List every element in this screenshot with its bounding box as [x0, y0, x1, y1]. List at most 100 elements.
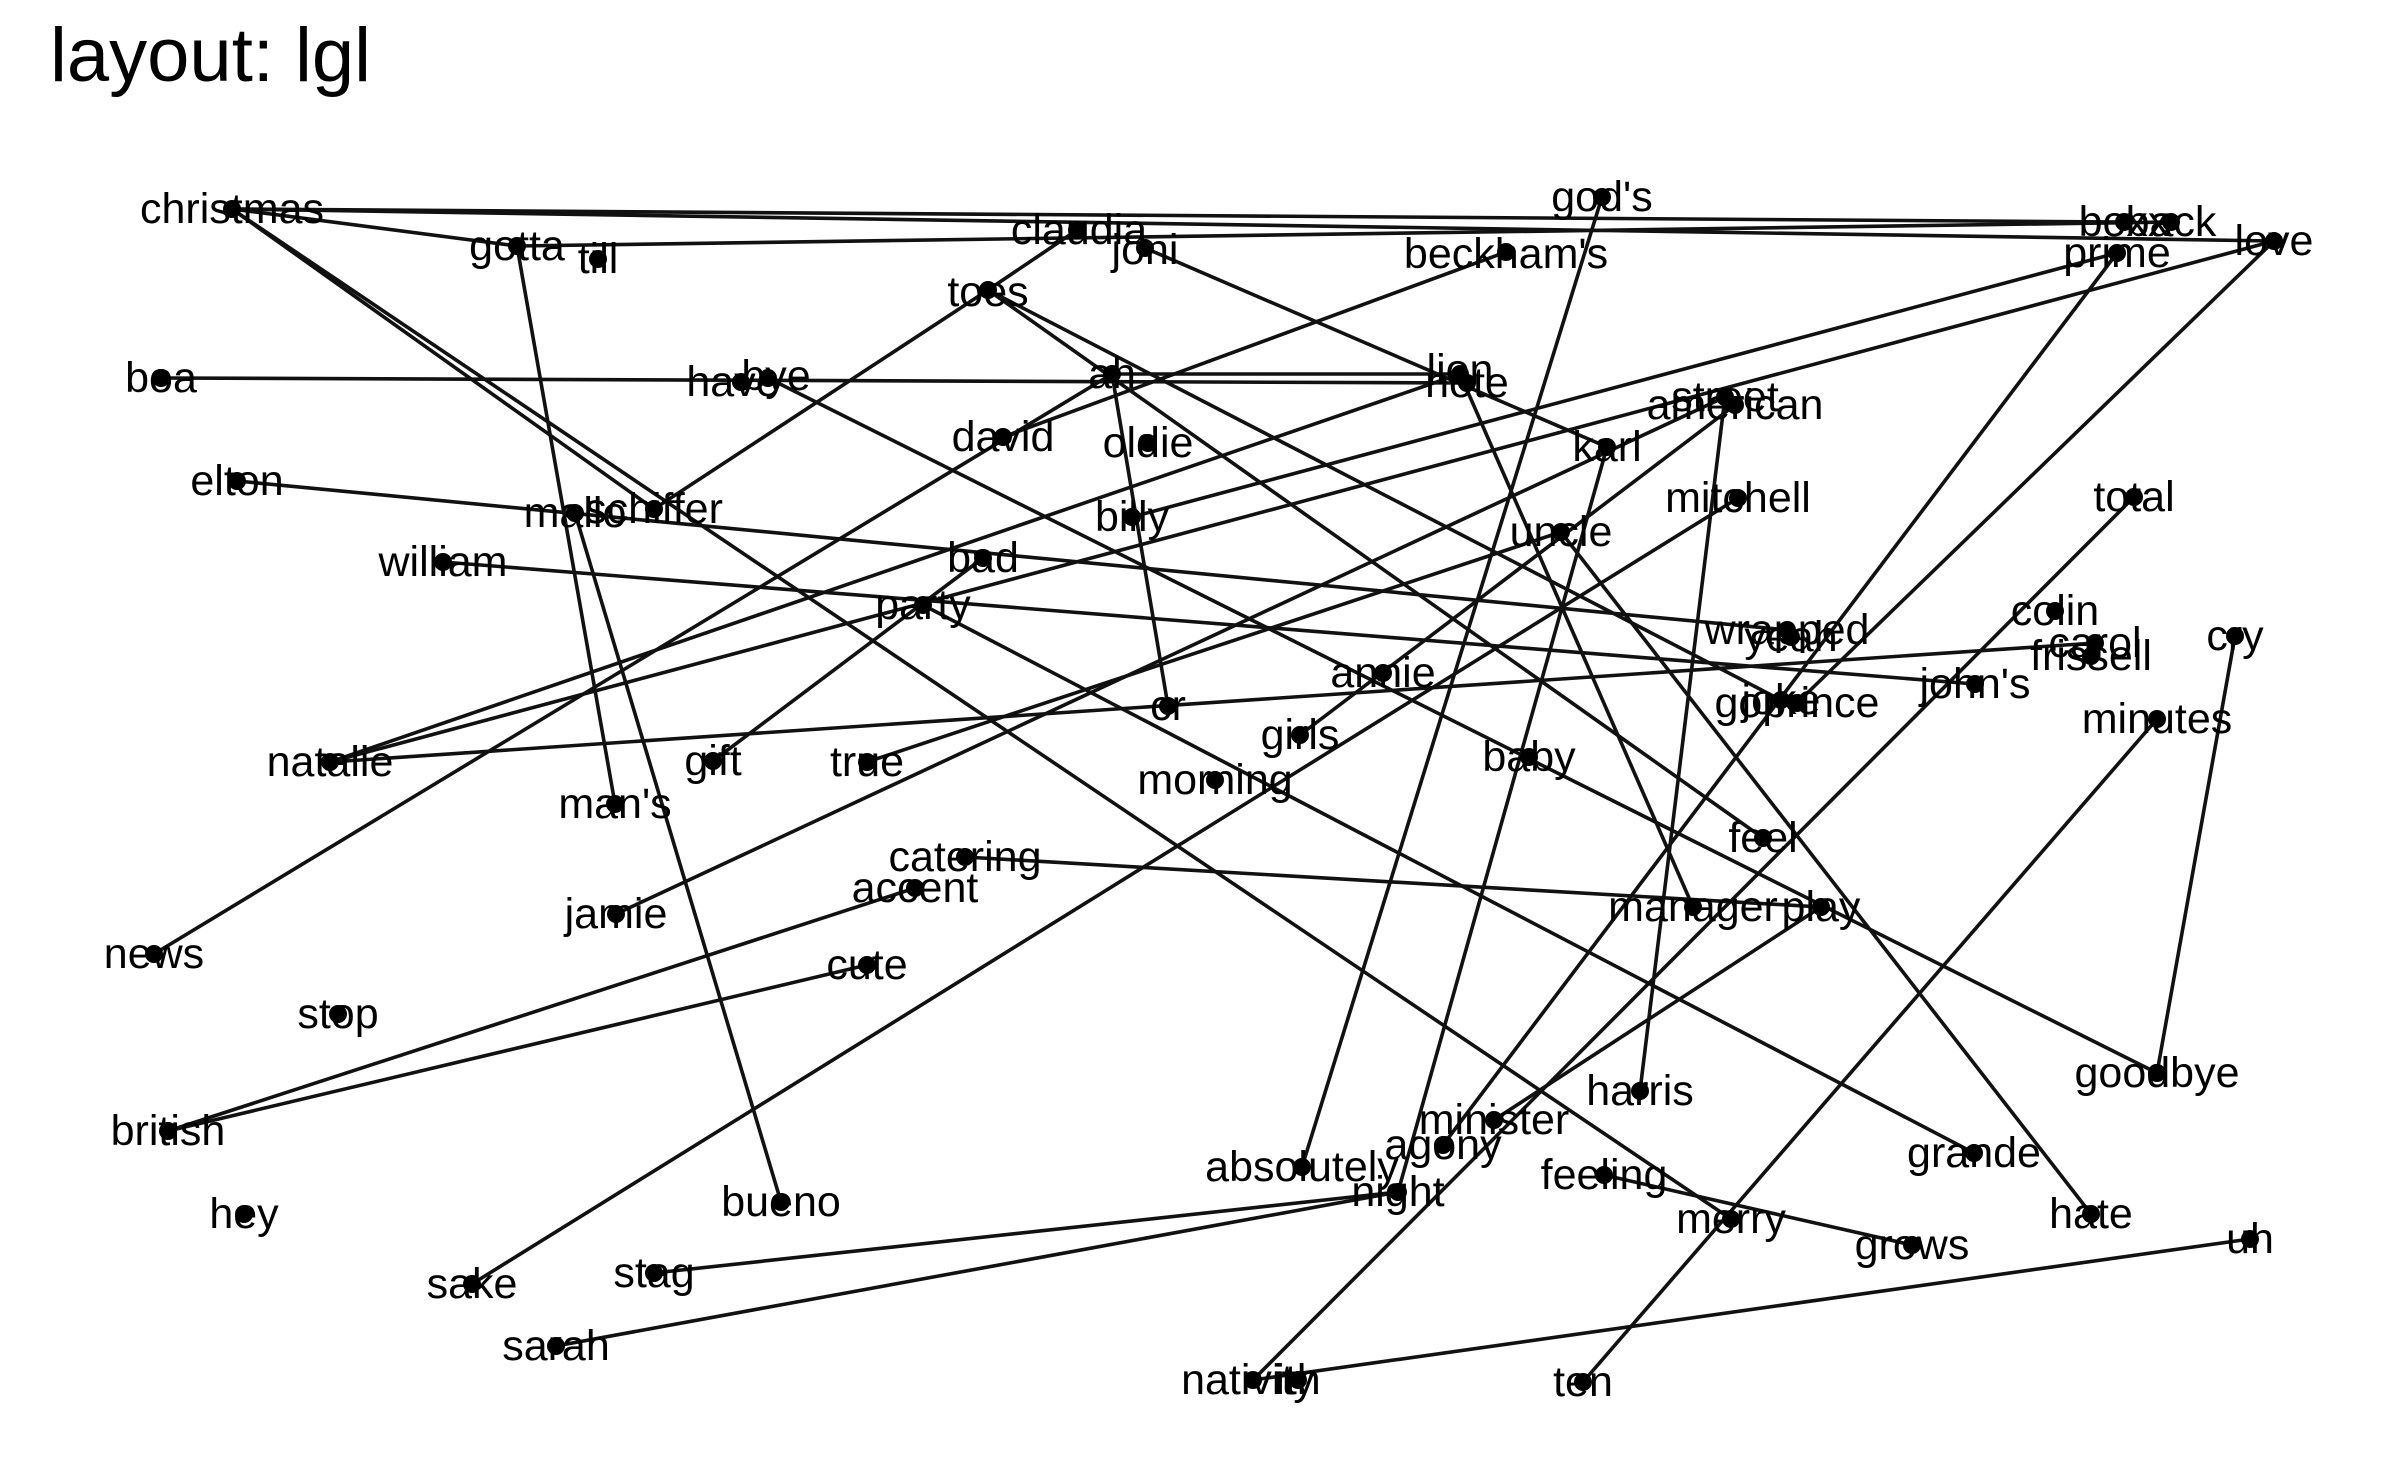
- node-label-annie: annie: [1330, 649, 1435, 697]
- edge-uncle-hate: [1559, 530, 2093, 1216]
- node-manager: [1684, 898, 1702, 916]
- edge-gotta-back: [516, 220, 2172, 248]
- node-gods: [1593, 188, 1611, 206]
- edge-joni-karl: [1144, 246, 1608, 449]
- node-sake: [463, 1275, 481, 1293]
- node-label-american: american: [1647, 381, 1824, 429]
- edge-bad-gift: [711, 556, 985, 763]
- node-label-have: have: [686, 358, 779, 406]
- node-bad: [974, 549, 992, 567]
- node-karl: [1598, 438, 1616, 456]
- edge-party-grande: [922, 603, 1975, 1155]
- node-david: [994, 428, 1012, 446]
- edge-cute-british: [167, 963, 868, 1133]
- edge-mitchell-sake: [471, 496, 1739, 1286]
- node-label-accent: accent: [852, 864, 979, 912]
- node-cry: [2226, 627, 2244, 645]
- node-minutes: [2148, 710, 2166, 728]
- node-total: [2125, 488, 2143, 506]
- node-schiffer: [645, 500, 663, 518]
- node-label-nativity: nativity: [1181, 1356, 1315, 1404]
- node-label-joke: joke: [1740, 676, 1821, 724]
- edge-bye-goodbye: [767, 376, 2158, 1075]
- edge-christmas-love: [231, 207, 2275, 243]
- node-label-back: back: [2126, 198, 2217, 246]
- edge-minutes-ten: [1581, 717, 2159, 1384]
- node-label-christmas: christmas: [140, 185, 324, 233]
- node-label-beckhams: beckham's: [1404, 230, 1608, 278]
- node-back: [2162, 213, 2180, 231]
- node-joke: [1772, 691, 1790, 709]
- node-feeling: [1595, 1166, 1613, 1184]
- edge-accent-british: [167, 886, 916, 1133]
- edge-lion-manager: [1458, 373, 1695, 908]
- node-gotta: [508, 237, 526, 255]
- node-label-claudia: claudia: [1011, 206, 1147, 254]
- node-label-billy: billy: [1095, 493, 1170, 541]
- node-boa: [152, 369, 170, 387]
- node-girls: [1291, 726, 1309, 744]
- edge-boa-note: [160, 376, 1468, 385]
- edge-christmas-merry: [230, 207, 1733, 1221]
- node-label-boa: boa: [125, 354, 197, 402]
- edge-street-harris: [1638, 396, 1727, 1092]
- node-gift: [704, 752, 722, 770]
- edge-night-stag: [653, 1190, 1399, 1275]
- node-label-manager: manager: [1608, 883, 1778, 931]
- node-hey: [235, 1205, 253, 1223]
- node-note: [1458, 374, 1476, 392]
- node-label-bye: bye: [741, 352, 810, 400]
- node-label-boxx: boxx: [2079, 198, 2170, 246]
- node-minister: [1485, 1111, 1503, 1129]
- node-label-mans: man's: [558, 780, 671, 828]
- edge-christmas-schiffer: [230, 207, 656, 511]
- node-label-bad: bad: [947, 534, 1019, 582]
- node-annie: [1374, 664, 1392, 682]
- edge-total-nativity: [1251, 495, 2136, 1382]
- node-label-sarah: sarah: [502, 1322, 610, 1370]
- node-till: [589, 250, 607, 268]
- node-harris: [1631, 1082, 1649, 1100]
- node-bueno: [772, 1193, 790, 1211]
- node-label-note: note: [1425, 359, 1509, 407]
- node-label-wrapped: wrapped: [1704, 606, 1870, 654]
- edge-lion-natalie: [329, 372, 1461, 764]
- node-label-ah: ah: [1088, 350, 1136, 398]
- node-label-mitchell: mitchell: [1665, 474, 1811, 522]
- node-label-party: party: [875, 581, 971, 629]
- node-label-till: till: [578, 235, 619, 283]
- node-label-news: news: [104, 930, 204, 978]
- edge-love-natalie: [329, 239, 2275, 764]
- node-label-uncle: uncle: [1510, 508, 1613, 556]
- edge-william-johns: [442, 560, 1976, 686]
- node-label-toes: toes: [947, 268, 1028, 316]
- node-ten: [1574, 1373, 1592, 1391]
- edge-american-girls: [1298, 403, 1737, 737]
- node-label-johns: john's: [1917, 660, 2030, 708]
- node-label-cute: cute: [826, 941, 907, 989]
- node-label-cr: cr: [1150, 682, 1186, 730]
- edge-catering-play: [964, 855, 1822, 909]
- node-play: [1812, 898, 1830, 916]
- node-label-ten: ten: [1553, 1358, 1613, 1406]
- node-label-william: william: [378, 538, 508, 586]
- node-label-cry: cry: [2206, 612, 2264, 660]
- node-goodbye: [2148, 1064, 2166, 1082]
- node-party: [914, 596, 932, 614]
- edge-street-jamie: [615, 395, 1726, 916]
- edge-christmas-boxx: [231, 207, 2125, 224]
- node-label-joni: joni: [1110, 226, 1179, 274]
- edge-beckhams-david: [1002, 250, 1507, 439]
- node-news: [145, 945, 163, 963]
- edge-layer: [153, 196, 2276, 1384]
- node-label-ith: ith: [1275, 1356, 1320, 1404]
- node-label-mallo: mallo: [524, 489, 627, 537]
- node-label-bueno: bueno: [721, 1178, 841, 1226]
- node-label-yeah: yeah: [1744, 613, 1837, 661]
- node-goprince: [1788, 694, 1806, 712]
- node-label-elton: elton: [190, 457, 283, 505]
- edge-gotta-mans: [515, 245, 617, 805]
- node-frissell: [2082, 647, 2100, 665]
- node-mans: [606, 795, 624, 813]
